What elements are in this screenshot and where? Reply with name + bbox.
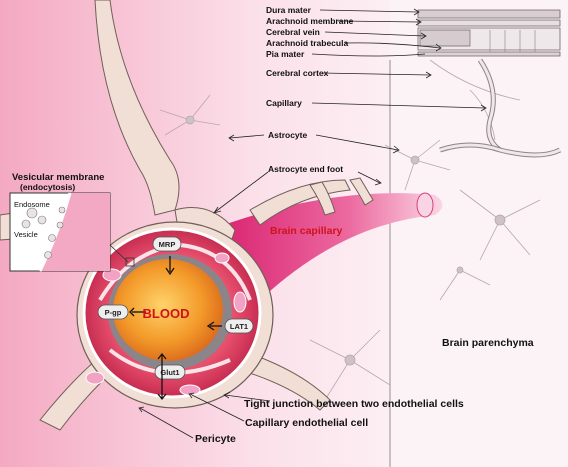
mrp-transporter: MRP xyxy=(152,236,182,252)
pericyte-label: Pericyte xyxy=(195,433,236,445)
vesicle-label: Vesicle xyxy=(14,230,38,239)
endosome-label: Endosome xyxy=(14,200,50,209)
pia-mater-label: Pia mater xyxy=(266,49,305,59)
lat1-transporter: LAT1 xyxy=(224,318,254,334)
arachnoid-membrane-label: Arachnoid membrane xyxy=(266,16,354,26)
dura-mater-label: Dura mater xyxy=(266,5,312,15)
brain-capillary-label: Brain capillary xyxy=(270,225,343,237)
vesicular-membrane-label: Vesicular membrane xyxy=(12,172,104,183)
cerebral-vein-label: Cerebral vein xyxy=(266,27,320,37)
glut1-label: Glut1 xyxy=(160,368,179,377)
capillary-cross-section xyxy=(76,221,274,409)
leader-lines xyxy=(138,8,487,439)
capillary-label: Capillary xyxy=(266,98,302,108)
astrocyte-label: Astrocyte xyxy=(268,130,307,140)
cortex-capillaries xyxy=(439,58,562,158)
lat1-label: LAT1 xyxy=(230,322,248,331)
pgp-label: P-gp xyxy=(105,308,122,317)
blood-lumen xyxy=(113,259,223,361)
arachnoid-trabecula-label: Arachnoid trabecula xyxy=(266,38,348,48)
pgp-transporter: P-gp xyxy=(97,304,129,320)
capillary-end-opening xyxy=(416,192,434,218)
endocytosis-label: (endocytosis) xyxy=(20,182,75,192)
glut1-transporter: Glut1 xyxy=(154,364,186,380)
vesicle-inset xyxy=(9,192,135,272)
mrp-label: MRP xyxy=(159,240,176,249)
parenchyma-region xyxy=(390,0,568,467)
astrocyte-end-foot-label: Astrocyte end foot xyxy=(268,164,343,174)
brain-parenchyma-label: Brain parenchyma xyxy=(442,337,534,349)
tight-junction-label: Tight junction between two endothelial c… xyxy=(244,398,464,410)
meninges-layers xyxy=(417,9,561,57)
capillary-endothelial-cell-label: Capillary endothelial cell xyxy=(245,417,368,429)
blood-label: BLOOD xyxy=(143,306,190,321)
transport-arrows xyxy=(129,256,222,401)
background-neurons xyxy=(159,59,541,401)
cerebral-cortex-label: Cerebral cortex xyxy=(266,68,329,78)
